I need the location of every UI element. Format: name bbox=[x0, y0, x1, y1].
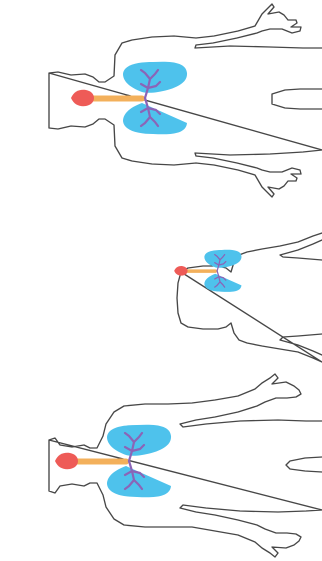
figure-middle bbox=[174, 233, 322, 362]
figure-bottom bbox=[49, 374, 322, 557]
figure-top bbox=[49, 4, 322, 197]
human-body-outline bbox=[177, 233, 322, 362]
lungs-icon bbox=[55, 425, 171, 498]
lungs-icon bbox=[71, 62, 187, 135]
human-body-outline bbox=[49, 374, 322, 557]
